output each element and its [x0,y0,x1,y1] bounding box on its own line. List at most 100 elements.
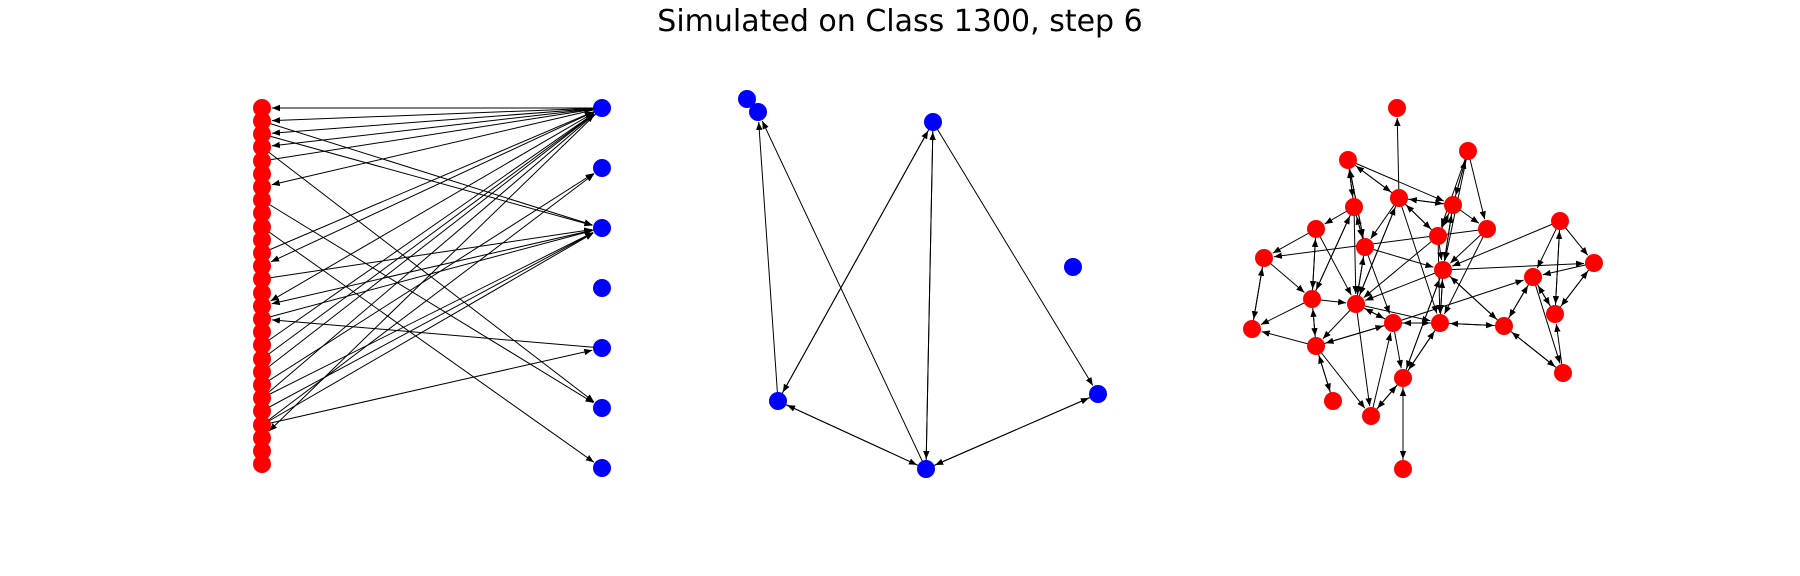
edge-n23-n18 [1402,331,1435,379]
edge-L4-R0 [261,107,593,162]
edge-L23-R2 [261,232,594,412]
node-L23 [253,402,271,420]
node-D [1064,258,1082,276]
edge-n14-n24 [1532,276,1561,364]
node-n4 [1444,196,1462,214]
cluster-panel-edges [1251,117,1595,469]
edge-n20-n18 [1449,320,1505,328]
edge-n16-n26 [1355,303,1372,407]
edge-n16-n18 [1355,303,1431,323]
edge-R0-L6 [271,107,603,187]
edge-n5-n16 [1352,206,1359,295]
edge-L1-R2 [261,120,593,226]
bipartite-panel-nodes [253,99,611,477]
node-n9 [1356,238,1374,256]
node-L19 [253,350,271,368]
node-L15 [253,297,271,315]
edge-n6-n16 [1315,228,1352,296]
node-L20 [253,363,271,381]
edge-L7-R5 [261,199,594,404]
node-n19 [1546,305,1564,323]
node-E [769,392,787,410]
edge-R0-L15 [270,107,603,302]
node-n22 [1307,337,1325,355]
node-n7 [1478,220,1496,238]
node-n20 [1495,317,1513,335]
edge-F-C [925,131,936,470]
edge-n2-n7 [1467,150,1486,220]
edge-L3-R5 [261,146,595,403]
node-n21 [1243,320,1261,338]
node-L13 [253,270,271,288]
edge-n15-n21 [1260,298,1313,325]
node-L21 [253,376,271,394]
node-n16 [1347,295,1365,313]
edge-n19-n13 [1554,270,1589,315]
node-R0 [593,99,611,117]
node-A [738,90,756,108]
node-n2 [1459,142,1477,160]
node-n14 [1524,268,1542,286]
node-n13 [1585,254,1603,272]
node-L22 [253,389,271,407]
node-n6 [1307,220,1325,238]
bipartite-panel-edges [261,104,603,463]
edge-n9-n12 [1364,246,1434,268]
node-n26 [1362,407,1380,425]
node-R2 [593,219,611,237]
node-L25 [253,429,271,447]
edge-n17-n14 [1392,279,1524,324]
edge-R2-L15 [271,227,603,306]
node-L27 [253,455,271,473]
node-L3 [253,138,271,156]
node-R1 [593,159,611,177]
node-L26 [253,442,271,460]
edge-L22-R2 [261,232,594,399]
node-L18 [253,336,271,354]
node-L12 [253,257,271,275]
edge-L9-R6 [261,226,595,463]
edge-L22-R0 [261,114,595,399]
node-L8 [253,204,271,222]
edge-n26-n17 [1370,332,1392,417]
edge-F-E [786,404,927,470]
node-L11 [253,244,271,262]
node-L4 [253,152,271,170]
edge-n15-n6 [1311,238,1319,300]
node-n0 [1388,99,1406,117]
node-n8 [1429,227,1447,245]
node-n18 [1431,314,1449,332]
edge-n3-n0 [1394,117,1401,199]
sparse-panel-nodes [738,90,1107,478]
edge-n12-n13 [1442,260,1585,271]
edge-R0-L1 [271,107,603,124]
edge-C-G [932,121,1094,386]
edge-E-C [777,130,929,402]
edge-R0-L3 [271,107,603,149]
node-L14 [253,284,271,302]
cluster-panel-nodes [1243,99,1603,478]
edge-E-B [756,121,779,402]
edge-L2-R2 [261,133,593,227]
edge-R0-L25 [268,107,603,432]
node-L1 [253,112,271,130]
edge-L11-R0 [261,111,593,254]
edge-L24-R2 [261,232,594,426]
edge-n21-n11 [1251,267,1265,330]
node-n24 [1554,364,1572,382]
edge-R0-L2 [271,107,603,136]
edge-n7-n18 [1444,228,1488,315]
node-n1 [1339,151,1357,169]
edge-n2-n8 [1440,150,1469,227]
edge-L20-R0 [261,113,595,373]
node-R3 [593,279,611,297]
edge-n7-n11 [1273,228,1488,259]
node-L0 [253,99,271,117]
node-n3 [1390,189,1408,207]
node-C [924,113,942,131]
edge-n19-n10 [1554,230,1563,315]
node-L5 [253,165,271,183]
edge-n16-n3 [1355,207,1396,305]
edge-L13-R2 [261,227,593,280]
